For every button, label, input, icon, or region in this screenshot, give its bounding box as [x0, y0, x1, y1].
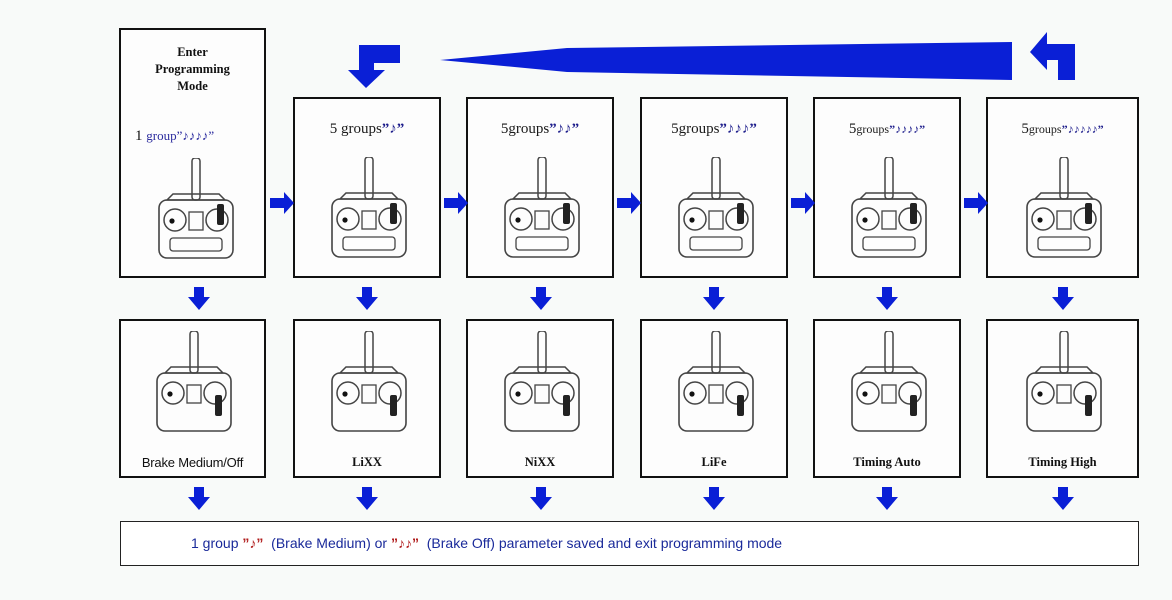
return-arrow — [348, 32, 1075, 88]
option-label: LiXX — [352, 455, 382, 469]
down-arrow — [1052, 287, 1074, 310]
down-arrow — [876, 487, 898, 510]
right-arrow — [444, 192, 468, 214]
option-label: Timing High — [1028, 455, 1097, 469]
group-label-2: 5groups”♪♪” — [500, 121, 580, 137]
option-label: NiXX — [524, 455, 556, 469]
transmitter-icon — [678, 331, 754, 432]
option-box-nixx: NiXX — [466, 319, 614, 478]
right-arrow — [791, 192, 815, 214]
group-box-4: 5groups”♪♪♪♪” — [813, 97, 961, 278]
option-box-brake: Brake Medium/Off — [119, 319, 266, 478]
group-label-3: 5groups”♪♪♪” — [671, 121, 757, 137]
transmitter-icon — [1026, 331, 1102, 432]
down-arrow — [703, 487, 725, 510]
enter-programming-box: Enter Programming Mode 1 group”♪♪♪♪” — [119, 28, 266, 278]
option-box-life: LiFe — [640, 319, 788, 478]
return-arrow-left-hook — [348, 45, 400, 88]
option-box-timing-auto: Timing Auto — [813, 319, 961, 478]
down-arrow — [356, 287, 378, 310]
right-arrow — [964, 192, 988, 214]
option-label: Timing Auto — [853, 455, 921, 469]
down-arrow — [188, 487, 210, 510]
transmitter-icon — [504, 331, 580, 432]
group-label-5: 5groups”♪♪♪♪♪” — [1021, 121, 1104, 137]
option-label: LiFe — [701, 455, 727, 469]
enter-programming-title: Enter Programming Mode — [155, 45, 230, 93]
transmitter-icon — [331, 331, 407, 432]
group-box-5: 5groups”♪♪♪♪♪” — [986, 97, 1139, 278]
down-arrow — [530, 287, 552, 310]
right-arrows — [270, 192, 988, 214]
option-box-timing-high: Timing High — [986, 319, 1139, 478]
transmitter-icon — [504, 157, 580, 258]
down-arrow — [1052, 487, 1074, 510]
down-arrow — [188, 287, 210, 310]
group-label-1: 5 groups”♪” — [329, 121, 405, 137]
transmitter-icon — [158, 158, 234, 259]
transmitter-icon — [678, 157, 754, 258]
right-arrow — [270, 192, 294, 214]
transmitter-icon — [331, 157, 407, 258]
option-box-lixx: LiXX — [293, 319, 441, 478]
enter-group-label: 1 group”♪♪♪♪” — [135, 128, 215, 144]
down-arrow — [876, 287, 898, 310]
group-box-3: 5groups”♪♪♪” — [640, 97, 788, 278]
group-box-2: 5groups”♪♪” — [466, 97, 614, 278]
save-exit-box: 1 group ”♪” (Brake Medium) or ”♪♪” (Brak… — [120, 521, 1139, 566]
save-exit-text: 1 group ”♪” (Brake Medium) or ”♪♪” (Brak… — [191, 535, 783, 551]
transmitter-icon — [1026, 157, 1102, 258]
group-label-4: 5groups”♪♪♪♪” — [848, 121, 926, 137]
group-box-1: 5 groups”♪” — [293, 97, 441, 278]
down-arrow — [703, 287, 725, 310]
return-arrow-right-hook — [1030, 32, 1075, 80]
transmitter-icon — [851, 331, 927, 432]
transmitter-icon — [156, 331, 232, 432]
transmitter-icon — [851, 157, 927, 258]
return-arrow-shaft — [440, 42, 1012, 80]
right-arrow — [617, 192, 641, 214]
down-arrow — [530, 487, 552, 510]
down-arrow — [356, 487, 378, 510]
option-label: Brake Medium/Off — [141, 455, 244, 470]
